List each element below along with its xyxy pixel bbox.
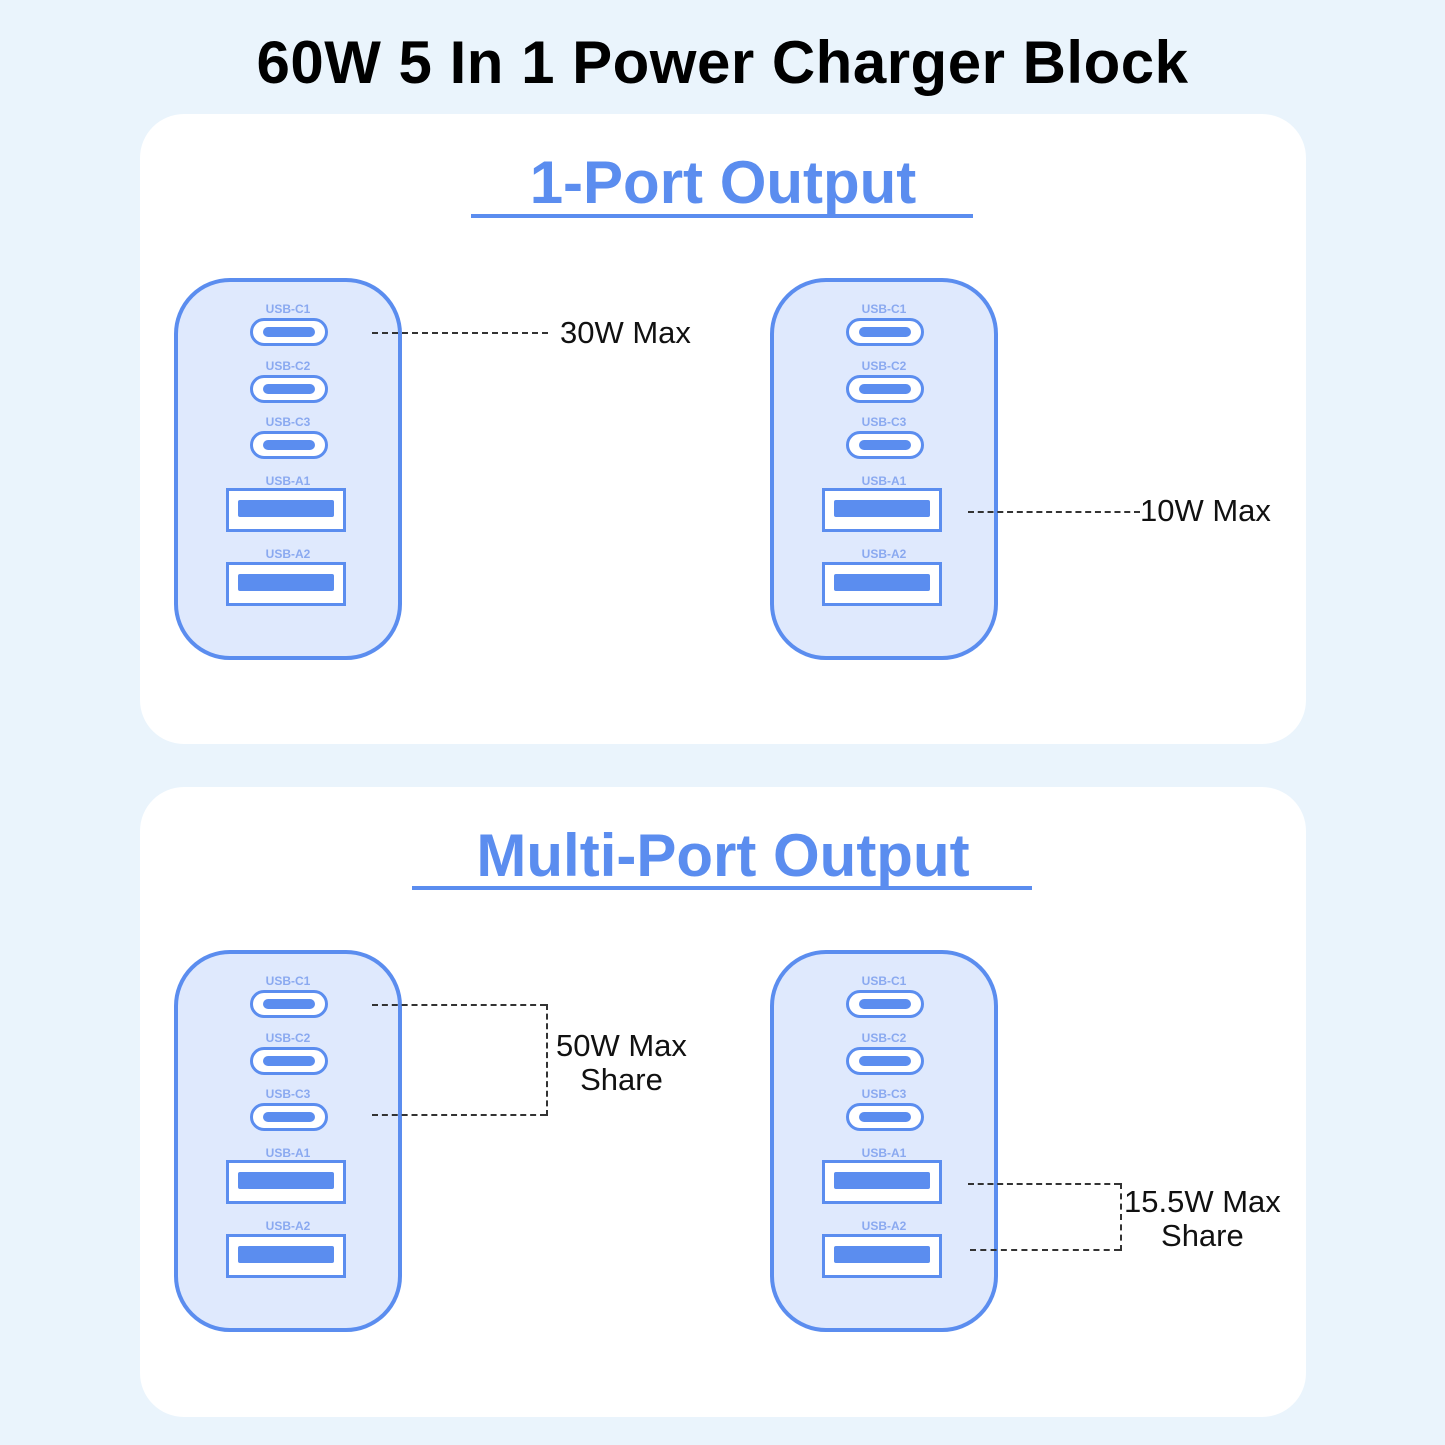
section-underline [471, 214, 973, 218]
port-label-usb-a1: USB-A1 [861, 474, 907, 488]
usb-c3-port [250, 1103, 328, 1131]
port-label-usb-c3: USB-C3 [861, 415, 907, 429]
usb-a2-port [822, 1234, 942, 1278]
port-label-usb-a1: USB-A1 [861, 1146, 907, 1160]
output-note-10w: 10W Max [1140, 493, 1271, 528]
page-title: 60W 5 In 1 Power Charger Block [256, 29, 1189, 96]
port-label-usb-c1: USB-C1 [265, 974, 311, 988]
callout-line [968, 511, 1140, 513]
multi-port-panel: Multi-Port Output USB-C1 USB-C2 USB-C3 U… [140, 787, 1306, 1417]
port-label-usb-c3: USB-C3 [861, 1087, 907, 1101]
usb-a1-port [822, 1160, 942, 1204]
callout-line [968, 1183, 1120, 1185]
port-label-usb-a2: USB-A2 [861, 547, 907, 561]
port-label-usb-c3: USB-C3 [265, 415, 311, 429]
port-label-usb-a2: USB-A2 [265, 547, 311, 561]
output-note-50w-share: 50W Max Share [556, 1029, 687, 1097]
note-line: 15.5W Max [1124, 1184, 1281, 1219]
output-note-15-5w-share: 15.5W Max Share [1124, 1185, 1281, 1253]
callout-bracket [1120, 1183, 1122, 1251]
output-note-30w: 30W Max [560, 315, 691, 350]
section-title-single: 1-Port Output [529, 149, 917, 216]
port-label-usb-c2: USB-C2 [265, 1031, 311, 1045]
callout-line [970, 1249, 1120, 1251]
callout-line [372, 1004, 546, 1006]
port-label-usb-a1: USB-A1 [265, 474, 311, 488]
usb-a1-port [226, 488, 346, 532]
usb-c2-port [846, 1047, 924, 1075]
callout-line [372, 1114, 546, 1116]
port-label-usb-a1: USB-A1 [265, 1146, 311, 1160]
single-port-panel: 1-Port Output USB-C1 USB-C2 USB-C3 USB-A… [140, 114, 1306, 744]
usb-c3-port [846, 431, 924, 459]
charger-illustration: USB-C1 USB-C2 USB-C3 USB-A1 USB-A2 [770, 278, 998, 660]
usb-c1-port [250, 990, 328, 1018]
note-line: Share [1161, 1218, 1244, 1253]
port-label-usb-c2: USB-C2 [265, 359, 311, 373]
usb-c3-port [250, 431, 328, 459]
section-underline [412, 886, 1032, 890]
usb-a1-port [822, 488, 942, 532]
port-label-usb-c1: USB-C1 [861, 974, 907, 988]
usb-c2-port [846, 375, 924, 403]
callout-line [372, 332, 548, 334]
section-title-multi: Multi-Port Output [476, 822, 970, 889]
charger-illustration: USB-C1 USB-C2 USB-C3 USB-A1 USB-A2 [174, 950, 402, 1332]
usb-a2-port [822, 562, 942, 606]
usb-c2-port [250, 375, 328, 403]
usb-a2-port [226, 1234, 346, 1278]
usb-c1-port [250, 318, 328, 346]
usb-c3-port [846, 1103, 924, 1131]
usb-c2-port [250, 1047, 328, 1075]
note-line: 50W Max [556, 1028, 687, 1063]
port-label-usb-c2: USB-C2 [861, 359, 907, 373]
callout-bracket [546, 1004, 548, 1116]
port-label-usb-c3: USB-C3 [265, 1087, 311, 1101]
usb-a1-port [226, 1160, 346, 1204]
port-label-usb-c2: USB-C2 [861, 1031, 907, 1045]
usb-a2-port [226, 562, 346, 606]
usb-c1-port [846, 990, 924, 1018]
note-line: Share [580, 1062, 663, 1097]
port-label-usb-a2: USB-A2 [861, 1219, 907, 1233]
usb-c1-port [846, 318, 924, 346]
port-label-usb-c1: USB-C1 [265, 302, 311, 316]
charger-illustration: USB-C1 USB-C2 USB-C3 USB-A1 USB-A2 [770, 950, 998, 1332]
port-label-usb-c1: USB-C1 [861, 302, 907, 316]
port-label-usb-a2: USB-A2 [265, 1219, 311, 1233]
charger-illustration: USB-C1 USB-C2 USB-C3 USB-A1 USB-A2 [174, 278, 402, 660]
